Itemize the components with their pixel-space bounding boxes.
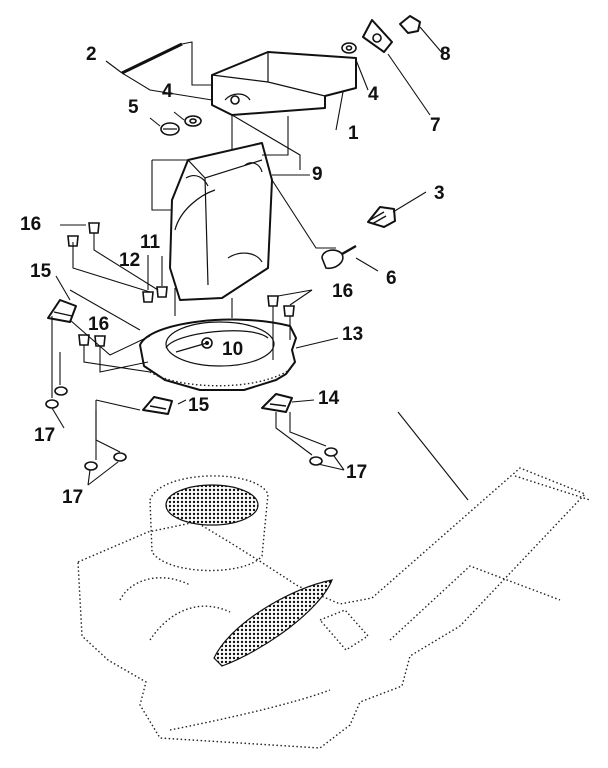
washer-left (184, 115, 202, 127)
leader-lines (51, 26, 469, 501)
callout-16-middle: 16 (88, 314, 109, 335)
blower-housing (77, 467, 591, 749)
callout-4-left: 4 (162, 81, 173, 102)
callout-7: 7 (430, 115, 441, 136)
callout-15-front: 15 (188, 395, 210, 416)
bolts-16 (67, 222, 295, 347)
chute-ring (139, 318, 297, 391)
callout-10: 10 (222, 339, 243, 360)
outlet-mesh (213, 579, 333, 667)
flange-keeper-left (47, 299, 77, 323)
callout-17-bottom: 17 (62, 487, 83, 508)
callout-2: 2 (86, 44, 97, 65)
flange-keeper-right (261, 393, 293, 413)
flange-keeper-front (142, 396, 173, 415)
callout-labels: 1 2 3 4 4 5 6 7 8 9 10 11 12 13 14 15 15… (20, 44, 451, 508)
callout-3: 3 (434, 183, 445, 204)
carriage-bolt (367, 206, 396, 228)
callout-5: 5 (128, 97, 139, 118)
callout-13: 13 (342, 324, 363, 345)
callout-9: 9 (312, 164, 323, 185)
callout-8: 8 (440, 44, 451, 65)
discharge-chute (169, 142, 273, 301)
hinge-plate (362, 19, 393, 53)
cap-nut (399, 15, 421, 34)
spring-pin (121, 42, 183, 75)
callout-17-right: 17 (346, 462, 367, 483)
nut-left (160, 122, 180, 136)
knob-bolt (321, 244, 357, 270)
nuts-17 (45, 386, 338, 471)
callout-12: 12 (119, 250, 140, 271)
callout-16-top: 16 (20, 214, 41, 235)
intake-mesh (165, 484, 259, 526)
callout-1: 1 (348, 123, 359, 144)
callout-17-left: 17 (34, 425, 55, 446)
chute-deflector (211, 51, 357, 116)
callout-11: 11 (140, 232, 161, 253)
callout-4-right: 4 (368, 84, 379, 105)
callout-6: 6 (386, 268, 397, 289)
callout-15-left: 15 (30, 261, 52, 282)
callout-16-right: 16 (332, 281, 353, 302)
washer-right (341, 42, 357, 54)
callout-14: 14 (318, 388, 340, 409)
